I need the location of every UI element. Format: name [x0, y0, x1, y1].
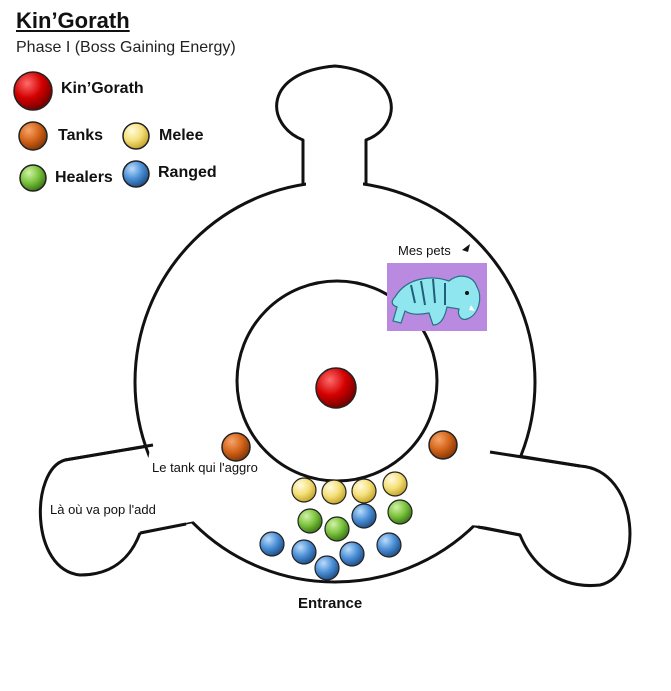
legend-ranged-marker: [122, 160, 150, 188]
pets-label: Mes pets: [398, 243, 451, 258]
legend-markers: [13, 71, 150, 192]
healer-markers: [297, 499, 413, 542]
ranged-2: [259, 531, 285, 557]
healer-3: [387, 499, 413, 525]
legend-tanks-label: Tanks: [58, 127, 104, 144]
pets-pointer-icon: [462, 244, 470, 252]
ranged-4: [339, 541, 365, 567]
diagram-title: Kin’Gorath: [16, 8, 130, 33]
diagram-subtitle: Phase I (Boss Gaining Energy): [16, 39, 236, 56]
legend-melee-label: Melee: [159, 127, 204, 144]
legend-healer-marker: [19, 164, 47, 192]
healer-2: [324, 516, 350, 542]
add-spawn-label: Là où va pop l'add: [50, 502, 156, 517]
boss-marker: [315, 367, 357, 409]
melee-3: [351, 478, 377, 504]
ranged-6: [314, 555, 340, 581]
legend-ranged-label: Ranged: [158, 164, 217, 181]
ranged-5: [376, 532, 402, 558]
legend-tank-marker: [18, 121, 48, 151]
pet-image: [387, 263, 487, 331]
melee-markers: [291, 471, 408, 505]
tank-right: [428, 430, 458, 460]
tank-aggro-label: Le tank qui l'aggro: [152, 460, 258, 475]
melee-4: [382, 471, 408, 497]
ranged-markers: [259, 503, 402, 581]
melee-2: [321, 479, 347, 505]
entrance-label: Entrance: [298, 595, 363, 612]
healer-1: [297, 508, 323, 534]
tank-markers: [221, 430, 458, 462]
ranged-3: [291, 539, 317, 565]
ranged-1: [351, 503, 377, 529]
legend-melee-marker: [122, 122, 150, 150]
legend-healers-label: Healers: [55, 169, 113, 186]
legend-boss-label: Kin’Gorath: [61, 80, 144, 97]
melee-1: [291, 477, 317, 503]
legend-boss-marker: [13, 71, 53, 111]
tank-left: [221, 432, 251, 462]
